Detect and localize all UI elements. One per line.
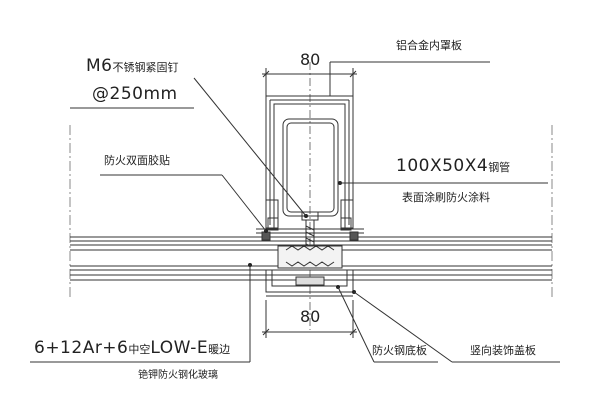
fire-tape-label: 防火双面胶贴 xyxy=(104,154,170,167)
cover-plate-label: 铝合金内罩板 xyxy=(396,39,462,52)
dimension-bottom xyxy=(262,300,357,338)
vertical-decorative-cover xyxy=(265,270,354,297)
steel-tube-note: 表面涂刷防火涂料 xyxy=(402,191,490,204)
leader-lines xyxy=(30,61,560,363)
glass-spec-main: 6+12Ar+6 xyxy=(34,338,129,358)
glass-spec-lowe: LOW-E xyxy=(150,338,209,358)
steel-tube-label: 100X50X4钢管 xyxy=(396,158,510,175)
screw-spacing-label: @250mm xyxy=(92,84,178,104)
fire-tape-right xyxy=(349,231,359,241)
steel-tube-size: 100X50X4 xyxy=(396,156,489,176)
screw-spec-label: M6不锈钢紧固钉 xyxy=(86,58,178,75)
glass-spec-line2: 铯钾防火钢化玻璃 xyxy=(138,370,218,381)
dimension-top xyxy=(262,68,357,96)
screw-spec-suffix: 不锈钢紧固钉 xyxy=(112,61,179,74)
pressure-plate xyxy=(277,245,343,269)
fire-tape-left xyxy=(261,231,271,241)
side-clips xyxy=(256,199,364,234)
steel-tube-suffix: 钢管 xyxy=(488,161,511,174)
dimension-bottom-label: 80 xyxy=(300,307,321,326)
glass-spec-suffix: 暖边 xyxy=(208,343,231,356)
screw-spec-main: M6 xyxy=(86,56,113,76)
glass-spec-label: 6+12Ar+6中空LOW-E暖边 xyxy=(34,340,230,357)
dimension-top-label: 80 xyxy=(300,50,321,69)
vertical-cover-label: 竖向装饰盖板 xyxy=(470,344,536,357)
fire-base-plate-label: 防火钢底板 xyxy=(372,344,427,357)
glass-spec-mid: 中空 xyxy=(128,343,151,356)
